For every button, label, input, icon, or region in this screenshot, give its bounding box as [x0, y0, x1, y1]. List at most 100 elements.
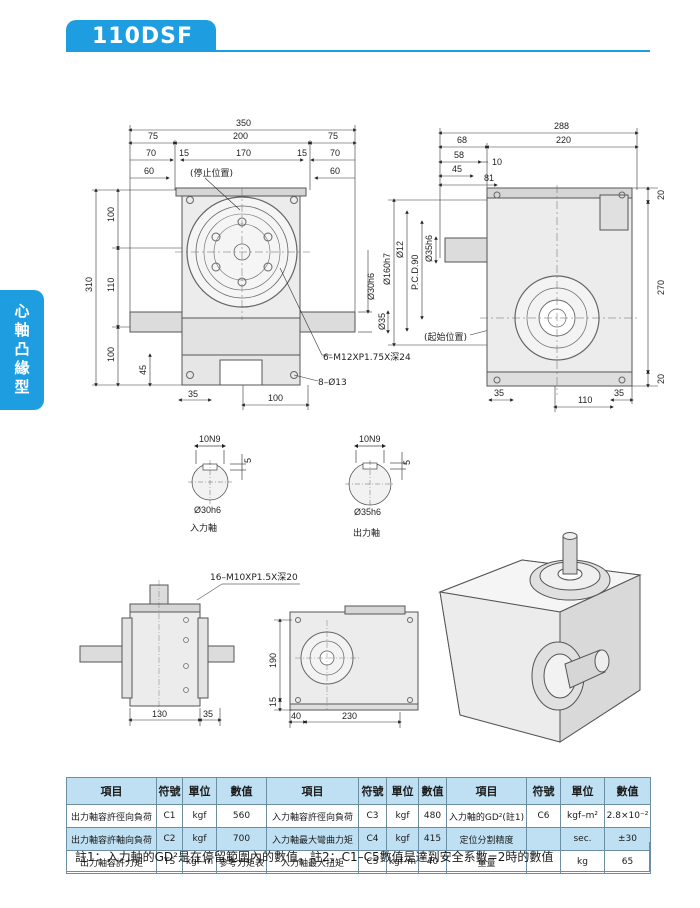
table-cell: 560: [216, 804, 267, 828]
dim-15-right: 15: [297, 148, 307, 158]
dim-20-bottom: 20: [656, 374, 666, 384]
output-shaft-section: 10N9 5 Ø35h6 出力軸: [345, 434, 412, 539]
header-symbol: 符號: [526, 777, 561, 805]
table-row: 出力軸容許徑向負荷 C1 kgf 560 入力軸容許徑向負荷 C3 kgf 48…: [66, 804, 651, 828]
table-cell: kgf–m: [386, 850, 419, 874]
header-value: 數值: [418, 777, 447, 805]
table-cell: kgf: [182, 804, 217, 828]
pcd-label: P.C.D.90: [410, 255, 420, 290]
dim-75-left: 75: [148, 131, 158, 141]
dim-81: 81: [484, 173, 494, 183]
table-cell: C5: [358, 850, 387, 874]
table-cell: 出力軸容許徑向負荷: [66, 804, 157, 828]
table-cell: 2.8×10⁻²: [604, 804, 651, 828]
table-cell: 415: [418, 827, 447, 851]
dim-45-side: 45: [452, 164, 462, 174]
table-note: 註1：入力軸的GD²是在停留範圍內的數值。註2：C1–C5數值是達到安全系數=2…: [66, 842, 650, 872]
shaft-35-label: Ø35: [377, 313, 387, 330]
output-key-depth: 5: [402, 460, 412, 465]
table-cell: 入力軸的GD²(註1): [446, 804, 527, 828]
output-key-label: 10N9: [359, 434, 381, 444]
table-cell: [526, 827, 561, 851]
table-row: 出力軸容許力矩 TS kgf–m 參考力矩表 入力軸最大扭矩 C5 kgf–m …: [66, 850, 651, 874]
title-rule: [66, 50, 650, 52]
header-value: 數值: [604, 777, 651, 805]
table-cell: 重量: [446, 850, 527, 874]
bottom-front-view: 16–M10XP1.5X深20 130 35: [79, 572, 300, 726]
dim-58: 58: [454, 150, 464, 160]
table-cell: 入力軸容許徑向負荷: [266, 804, 359, 828]
input-key-label: 10N9: [199, 434, 221, 444]
table-cell: C2: [156, 827, 183, 851]
dim-100-top: 100: [106, 207, 116, 222]
output-dia-label: Ø35h6: [354, 507, 381, 517]
table-cell: 40: [418, 850, 447, 874]
start-position-label: (起始位置): [424, 331, 467, 343]
table-cell: C1: [156, 804, 183, 828]
table-cell: 出力軸容許軸向負荷: [66, 827, 157, 851]
header-item: 項目: [446, 777, 527, 805]
bottom-thread-label: 16–M10XP1.5X深20: [210, 572, 298, 583]
table-cell: 65: [604, 850, 651, 874]
dim-310: 310: [84, 277, 94, 292]
input-shaft-caption: 入力軸: [190, 522, 217, 534]
header-value: 數值: [216, 777, 267, 805]
dim-200: 200: [233, 131, 248, 141]
d12-label: Ø12: [395, 241, 405, 258]
flange-dia-label: Ø160h7: [382, 253, 392, 285]
dim-110-side: 110: [578, 395, 592, 405]
table-cell: kgf: [386, 827, 419, 851]
table-cell: 700: [216, 827, 267, 851]
thread-label: 6–M12XP1.75X深24: [323, 352, 411, 363]
dim-230: 230: [342, 711, 357, 721]
spec-table: 項目 符號 單位 數值 項目 符號 單位 數值 項目 符號 單位 數值 出力軸容…: [66, 777, 651, 874]
dim-100-bottom: 100: [106, 347, 116, 362]
dim-190: 190: [268, 653, 278, 668]
table-cell: 480: [418, 804, 447, 828]
dim-40: 40: [291, 711, 301, 721]
table-cell: 出力軸容許力矩: [66, 850, 157, 874]
holes-label: 8–Ø13: [318, 377, 347, 388]
header-item: 項目: [66, 777, 157, 805]
dim-35-bottom: 35: [203, 709, 213, 719]
input-shaft-section: 10N9 5 Ø30h6 入力軸: [188, 434, 253, 534]
dim-288: 288: [554, 121, 569, 131]
header-unit: 單位: [386, 777, 419, 805]
table-cell: kgf–m²: [560, 804, 605, 828]
table-cell: 定位分割精度: [446, 827, 527, 851]
header-item: 項目: [266, 777, 359, 805]
dim-170: 170: [236, 148, 251, 158]
dim-68: 68: [457, 135, 467, 145]
dim-100-base: 100: [268, 393, 283, 403]
page-title: 110DSF: [66, 20, 216, 52]
header-unit: 單位: [182, 777, 217, 805]
table-row: 出力軸容許軸向負荷 C2 kgf 700 入力軸最大彎曲力矩 C4 kgf 41…: [66, 827, 651, 851]
dim-45: 45: [138, 365, 148, 375]
dim-15-left: 15: [179, 148, 189, 158]
isometric-view: [438, 532, 642, 743]
shaft-dia-label: Ø30h6: [366, 273, 376, 300]
dim-35: 35: [188, 389, 198, 399]
dim-15-bottom: 15: [268, 697, 278, 707]
dim-270: 270: [656, 280, 666, 295]
dim-20-top: 20: [656, 190, 666, 200]
dim-10: 10: [492, 157, 502, 167]
table-cell: 參考力矩表: [216, 850, 267, 874]
bottom-side-view: 190 15 40 230: [268, 605, 419, 728]
table-cell: 入力軸最大彎曲力矩: [266, 827, 359, 851]
header-unit: 單位: [560, 777, 605, 805]
dim-60-left: 60: [144, 166, 154, 176]
header-symbol: 符號: [156, 777, 183, 805]
dim-75-right: 75: [328, 131, 338, 141]
dim-70-right: 70: [330, 148, 340, 158]
table-cell: TS: [156, 850, 183, 874]
dim-35-side-right: 35: [614, 388, 624, 398]
dim-60-right: 60: [330, 166, 340, 176]
header-symbol: 符號: [358, 777, 387, 805]
dim-130: 130: [152, 709, 167, 719]
side-tab: 心軸凸緣型: [0, 290, 44, 410]
output-shaft-caption: 出力軸: [353, 527, 380, 539]
dim-110: 110: [106, 278, 116, 292]
input-key-depth: 5: [243, 458, 253, 463]
dim-35-side-left: 35: [494, 388, 504, 398]
